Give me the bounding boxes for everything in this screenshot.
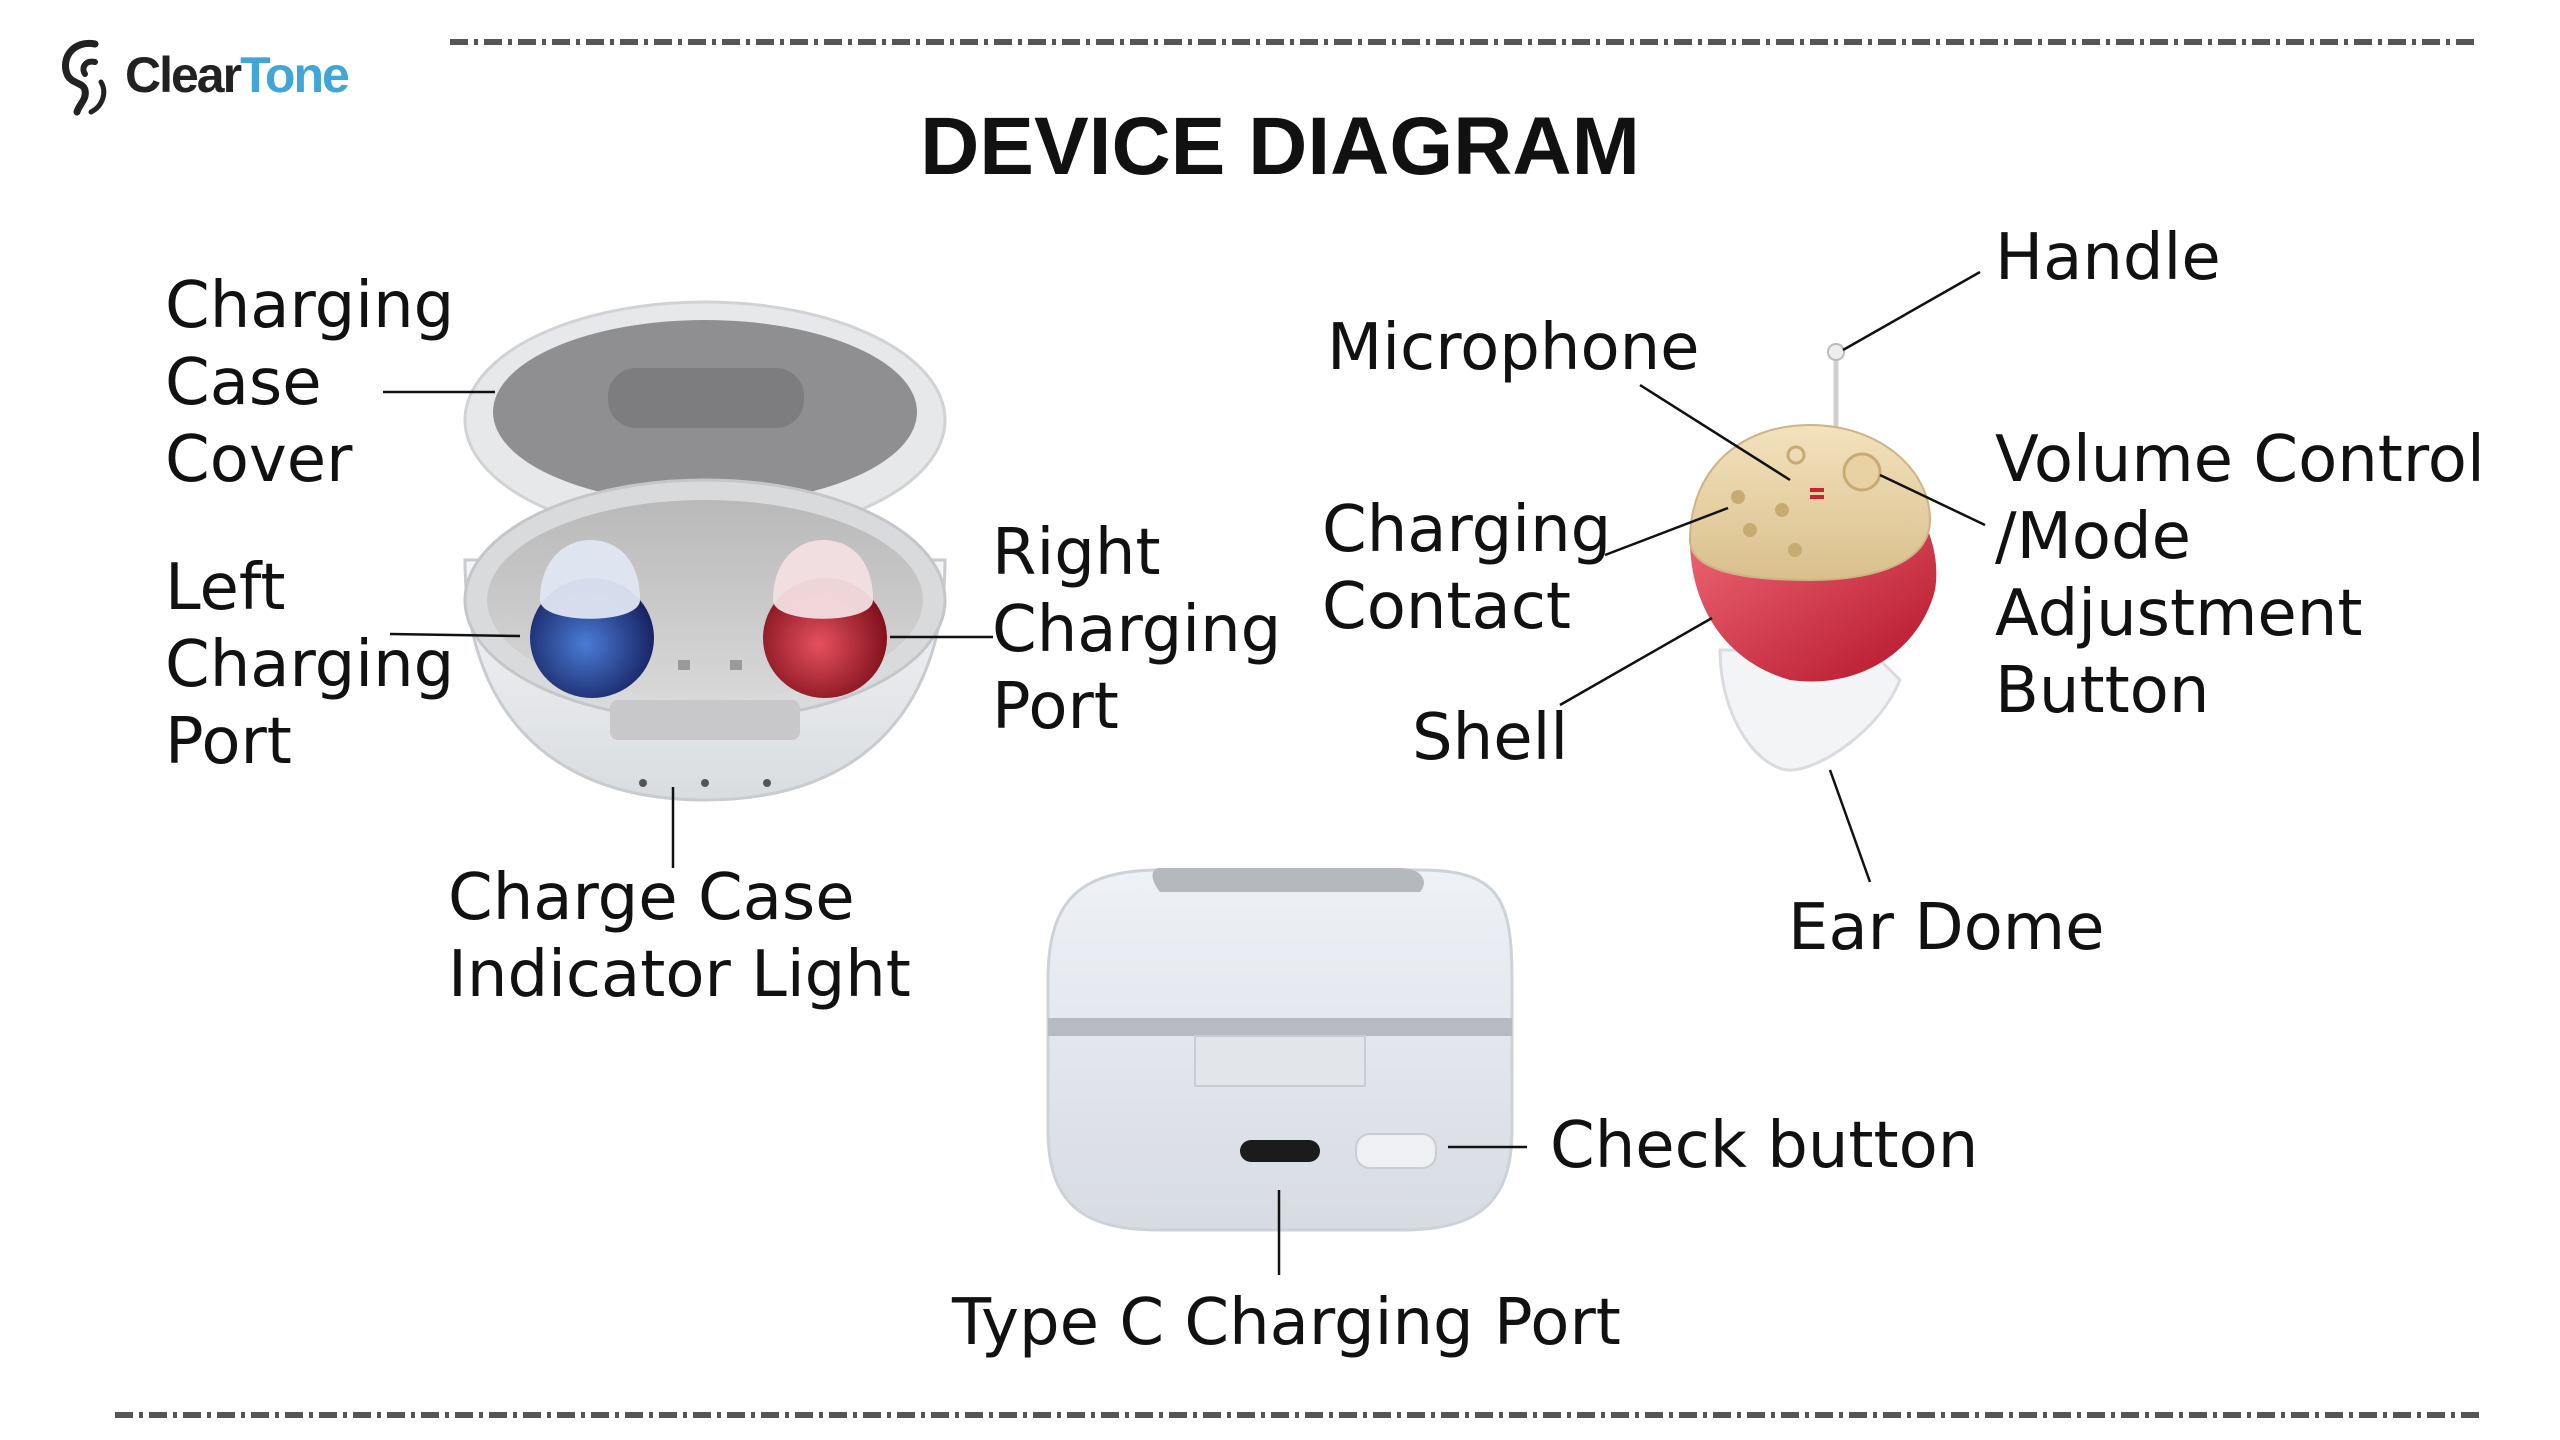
label-right-charging-port: Right Charging Port: [992, 516, 1282, 744]
hearing-aid-unit: [1688, 343, 1937, 772]
label-check-button: Check button: [1550, 1109, 1979, 1183]
label-left-charging-port: Left Charging Port: [165, 551, 455, 779]
brand-logo: ClearTone: [55, 30, 350, 120]
label-handle: Handle: [1995, 221, 2221, 295]
top-divider: [450, 39, 2480, 45]
closed-charging-case: [1046, 868, 1514, 1232]
label-charging-case-cover: Charging Case Cover: [165, 269, 455, 497]
label-charging-contact: Charging Contact: [1322, 493, 1612, 644]
brand-name: ClearTone: [125, 46, 350, 104]
brand-name-part2: Tone: [240, 47, 350, 103]
label-shell: Shell: [1412, 701, 1569, 775]
page-title: DEVICE DIAGRAM: [920, 101, 1640, 192]
label-microphone: Microphone: [1327, 311, 1700, 385]
open-charging-case: [463, 300, 947, 802]
brand-name-part1: Clear: [125, 47, 242, 103]
label-ear-dome: Ear Dome: [1788, 891, 2105, 965]
label-volume-control: Volume Control /Mode Adjustment Button: [1995, 423, 2485, 728]
label-charge-case-indicator-light: Charge Case Indicator Light: [448, 861, 911, 1012]
label-type-c-port: Type C Charging Port: [952, 1286, 1621, 1360]
bottom-divider: [115, 1412, 2480, 1418]
ear-logo-icon: [62, 39, 107, 116]
